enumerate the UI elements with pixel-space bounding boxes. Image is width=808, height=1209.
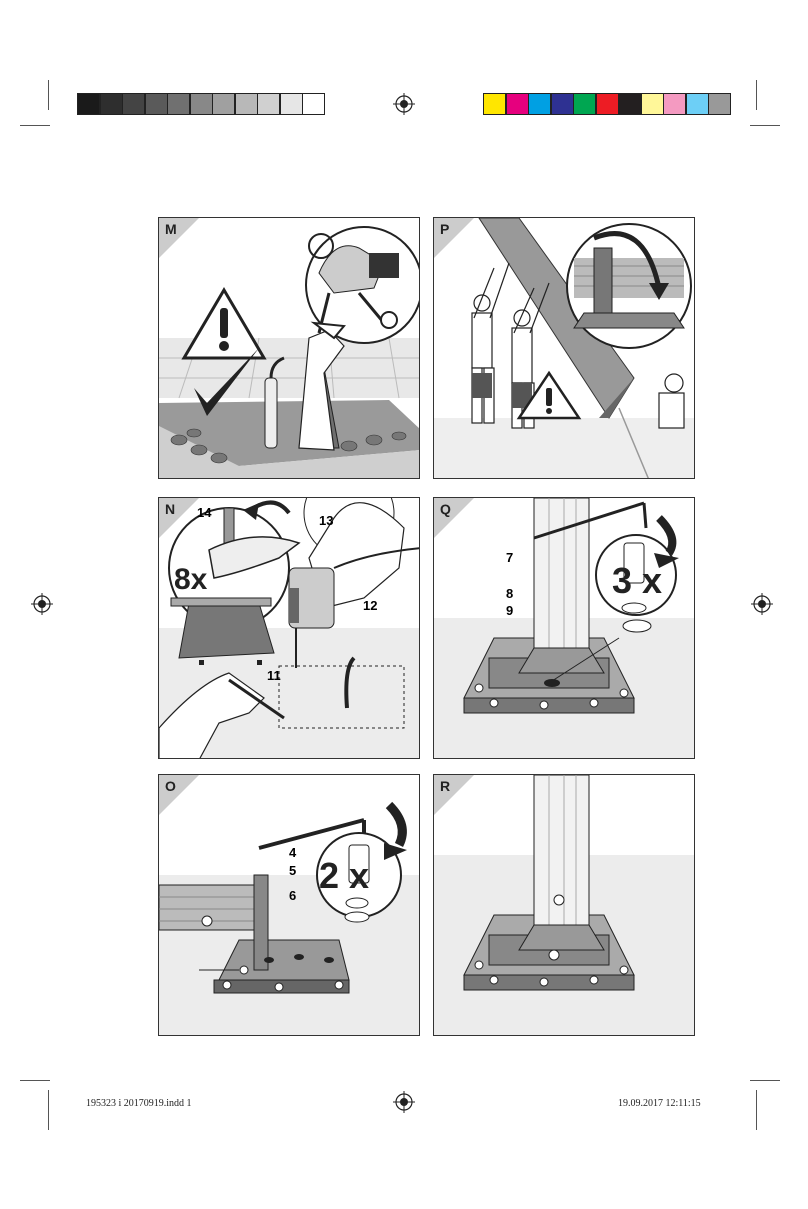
crop-mark <box>756 1090 757 1130</box>
color-swatch <box>144 93 168 115</box>
label-12: 12 <box>363 598 378 613</box>
crop-mark <box>756 80 757 110</box>
multiplier-2x: 2 x <box>319 855 370 896</box>
registration-mark-right <box>751 593 773 615</box>
panel-p: P <box>433 217 695 479</box>
panel-n-illustration <box>159 498 419 758</box>
panel-q-illustration <box>434 498 694 758</box>
step-letter: N <box>165 501 176 517</box>
crop-mark <box>20 125 50 126</box>
crop-mark <box>48 80 49 110</box>
panel-n: N 14 13 12 11 8x <box>158 497 420 759</box>
color-swatch <box>505 93 529 115</box>
multiplier-8x: 8x <box>174 563 208 596</box>
crop-mark <box>20 1080 50 1081</box>
label-7: 7 <box>506 550 514 565</box>
panel-m: M <box>158 217 420 479</box>
label-13: 13 <box>319 513 334 528</box>
color-swatch <box>708 93 731 115</box>
color-swatch <box>167 93 190 115</box>
color-swatch <box>573 93 596 115</box>
label-11: 11 <box>267 668 281 683</box>
panel-o: O 4 5 6 2 x <box>158 774 420 1036</box>
color-swatch <box>618 93 641 115</box>
step-letter: P <box>440 221 450 237</box>
color-swatch <box>685 93 709 115</box>
color-swatch <box>595 93 619 115</box>
registration-mark-bottom <box>393 1091 415 1113</box>
color-swatch <box>189 93 213 115</box>
label-6: 6 <box>289 888 297 903</box>
registration-mark-left <box>31 593 53 615</box>
label-14: 14 <box>197 505 212 520</box>
crop-mark <box>750 125 780 126</box>
step-letter: O <box>165 778 176 794</box>
color-swatch <box>483 93 506 115</box>
panel-o-illustration <box>159 775 419 1035</box>
label-9: 9 <box>506 603 514 618</box>
color-swatch <box>122 93 145 115</box>
panel-m-illustration <box>159 218 419 478</box>
panel-r-illustration <box>434 775 694 1035</box>
color-swatch <box>550 93 574 115</box>
color-swatch <box>279 93 303 115</box>
label-5: 5 <box>289 863 297 878</box>
color-swatch <box>302 93 325 115</box>
footer-timestamp: 19.09.2017 12:11:15 <box>618 1098 701 1109</box>
color-swatch <box>99 93 123 115</box>
crop-mark <box>48 1090 49 1130</box>
panel-p-illustration <box>434 218 694 478</box>
footer-file-name: 195323 i 20170919.indd 1 <box>86 1098 192 1109</box>
label-8: 8 <box>506 586 514 601</box>
color-swatch <box>212 93 235 115</box>
color-swatch <box>663 93 686 115</box>
step-letter: Q <box>440 501 451 517</box>
color-swatch <box>257 93 280 115</box>
color-swatch <box>234 93 258 115</box>
panel-r: R <box>433 774 695 1036</box>
label-4: 4 <box>289 845 297 860</box>
step-letter: M <box>165 221 177 237</box>
registration-mark-top <box>393 93 415 115</box>
color-swatch <box>77 93 100 115</box>
multiplier-3x: 3 x <box>612 560 663 601</box>
step-letter: R <box>440 778 451 794</box>
color-swatch <box>640 93 664 115</box>
panel-q: Q 7 8 9 3 x <box>433 497 695 759</box>
crop-mark <box>750 1080 780 1081</box>
color-swatch <box>528 93 551 115</box>
